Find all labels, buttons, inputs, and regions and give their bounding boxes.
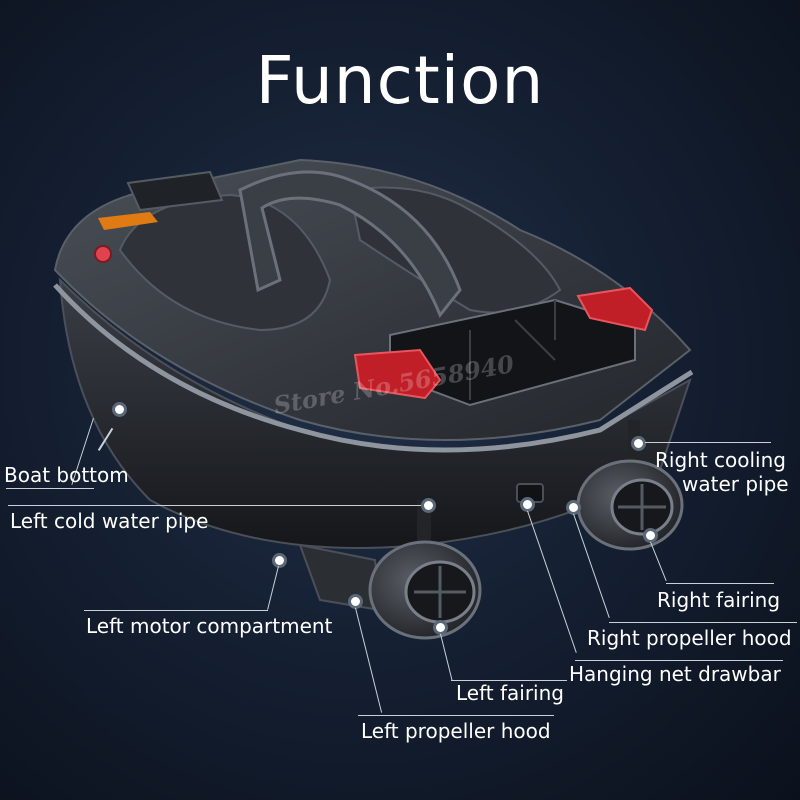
left-propeller-hood-label: Left propeller hood bbox=[361, 719, 551, 743]
right-cooling-water-pipe-leader bbox=[645, 442, 771, 443]
right-propeller-hood-label: Right propeller hood bbox=[587, 626, 792, 650]
left-cold-water-pipe-leader bbox=[8, 505, 421, 506]
hanging-net-drawbar-label: Hanging net drawbar bbox=[569, 662, 781, 686]
left-motor-compartment-label: Left motor compartment bbox=[86, 614, 333, 638]
hanging-net-drawbar-leader-h bbox=[575, 660, 783, 661]
right-fairing-label: Right fairing bbox=[657, 588, 781, 612]
right-propeller-hood-marker bbox=[566, 500, 581, 515]
right-cooling-water-pipe-label-line1: Right cooling bbox=[655, 448, 786, 472]
right-cooling-water-pipe-marker bbox=[631, 436, 646, 451]
boat-bottom-marker bbox=[112, 402, 127, 417]
left-propeller-hood-leader-h bbox=[358, 715, 554, 716]
right-tail-light bbox=[576, 286, 654, 332]
left-tail-light bbox=[353, 348, 442, 400]
left-fairing-leader-h bbox=[451, 680, 567, 681]
power-button bbox=[94, 245, 112, 263]
right-fairing-marker bbox=[643, 528, 658, 543]
hull-rim bbox=[53, 283, 694, 453]
indicator-light bbox=[98, 212, 158, 230]
left-motor-compartment bbox=[298, 543, 382, 612]
right-propeller-hood-leader-h bbox=[609, 622, 797, 623]
right-cooling-water-pipe-label-line2: water pipe bbox=[682, 472, 789, 496]
left-motor-compartment-marker bbox=[272, 553, 287, 568]
carry-handle bbox=[238, 170, 462, 318]
left-propeller-hood-marker bbox=[348, 594, 363, 609]
left-motor-compartment-leader-h bbox=[84, 610, 268, 611]
page-title: Function bbox=[255, 42, 545, 119]
boat-bottom-label: Boat bottom bbox=[4, 463, 129, 487]
left-cold-water-pipe-label: Left cold water pipe bbox=[10, 509, 209, 533]
hanging-net-drawbar-marker bbox=[520, 497, 535, 512]
left-fairing-label: Left fairing bbox=[456, 681, 564, 705]
boat-bottom-leader-h bbox=[6, 488, 94, 489]
right-fairing-leader-h bbox=[666, 583, 774, 584]
left-fairing-marker bbox=[433, 620, 448, 635]
left-cold-water-pipe-marker bbox=[421, 498, 436, 513]
